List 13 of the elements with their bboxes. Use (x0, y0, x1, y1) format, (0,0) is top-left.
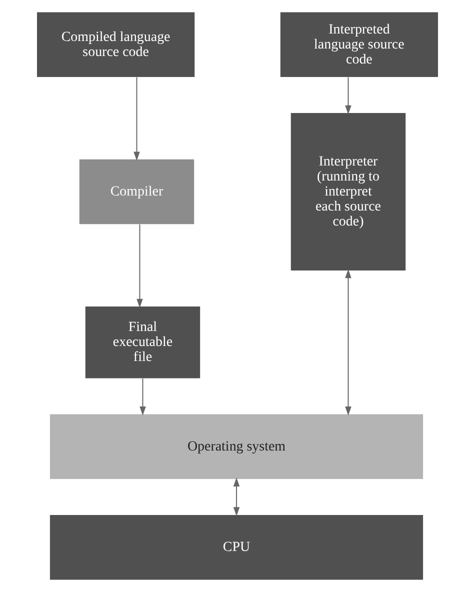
node-box: Interpreter (running to interpret each source code) (290, 112, 406, 271)
arrow (344, 269, 351, 416)
arrow (139, 378, 146, 416)
node-box: Final executable file (84, 306, 200, 378)
arrow (344, 76, 351, 114)
node-box: Compiler (78, 159, 194, 224)
node-box: Operating system (49, 414, 423, 480)
arrow (232, 478, 240, 516)
node-box: Compiled language source code (36, 12, 194, 78)
node-box: Interpreted language source code (280, 12, 438, 78)
arrow (136, 224, 142, 308)
node-box: CPU (49, 514, 423, 580)
arrow (133, 76, 140, 161)
